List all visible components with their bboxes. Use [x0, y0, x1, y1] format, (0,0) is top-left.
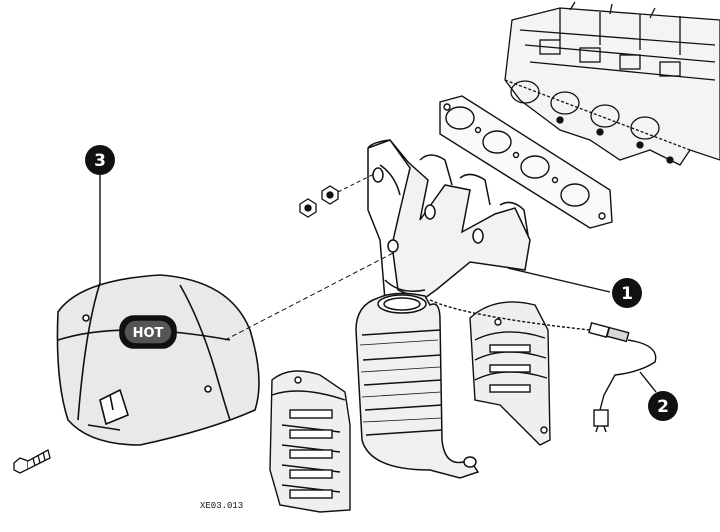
callout-2-label: 2: [657, 397, 669, 417]
lower-heat-shield: [269, 370, 351, 513]
catalytic-converter: [355, 292, 480, 479]
callout-3: 3: [85, 145, 115, 283]
exhaust-manifold: [367, 139, 531, 306]
figure-code: XE03.013: [200, 501, 243, 511]
shield-logo-text: HOT: [133, 326, 164, 341]
exhaust-manifold-gasket: [439, 95, 613, 229]
stud-alignment-line: [337, 171, 379, 193]
callout-3-label: 3: [94, 151, 106, 171]
rear-heat-shield: [469, 301, 551, 446]
upper-heat-shield: [56, 274, 260, 446]
cylinder-head: [504, 1, 720, 166]
callout-1: 1: [507, 267, 642, 308]
oxygen-sensor: [429, 299, 657, 433]
callout-2: 2: [639, 371, 678, 421]
heat-shield-bolt: [13, 449, 51, 474]
callout-1-label: 1: [621, 284, 633, 304]
manifold-nuts: [299, 185, 339, 218]
